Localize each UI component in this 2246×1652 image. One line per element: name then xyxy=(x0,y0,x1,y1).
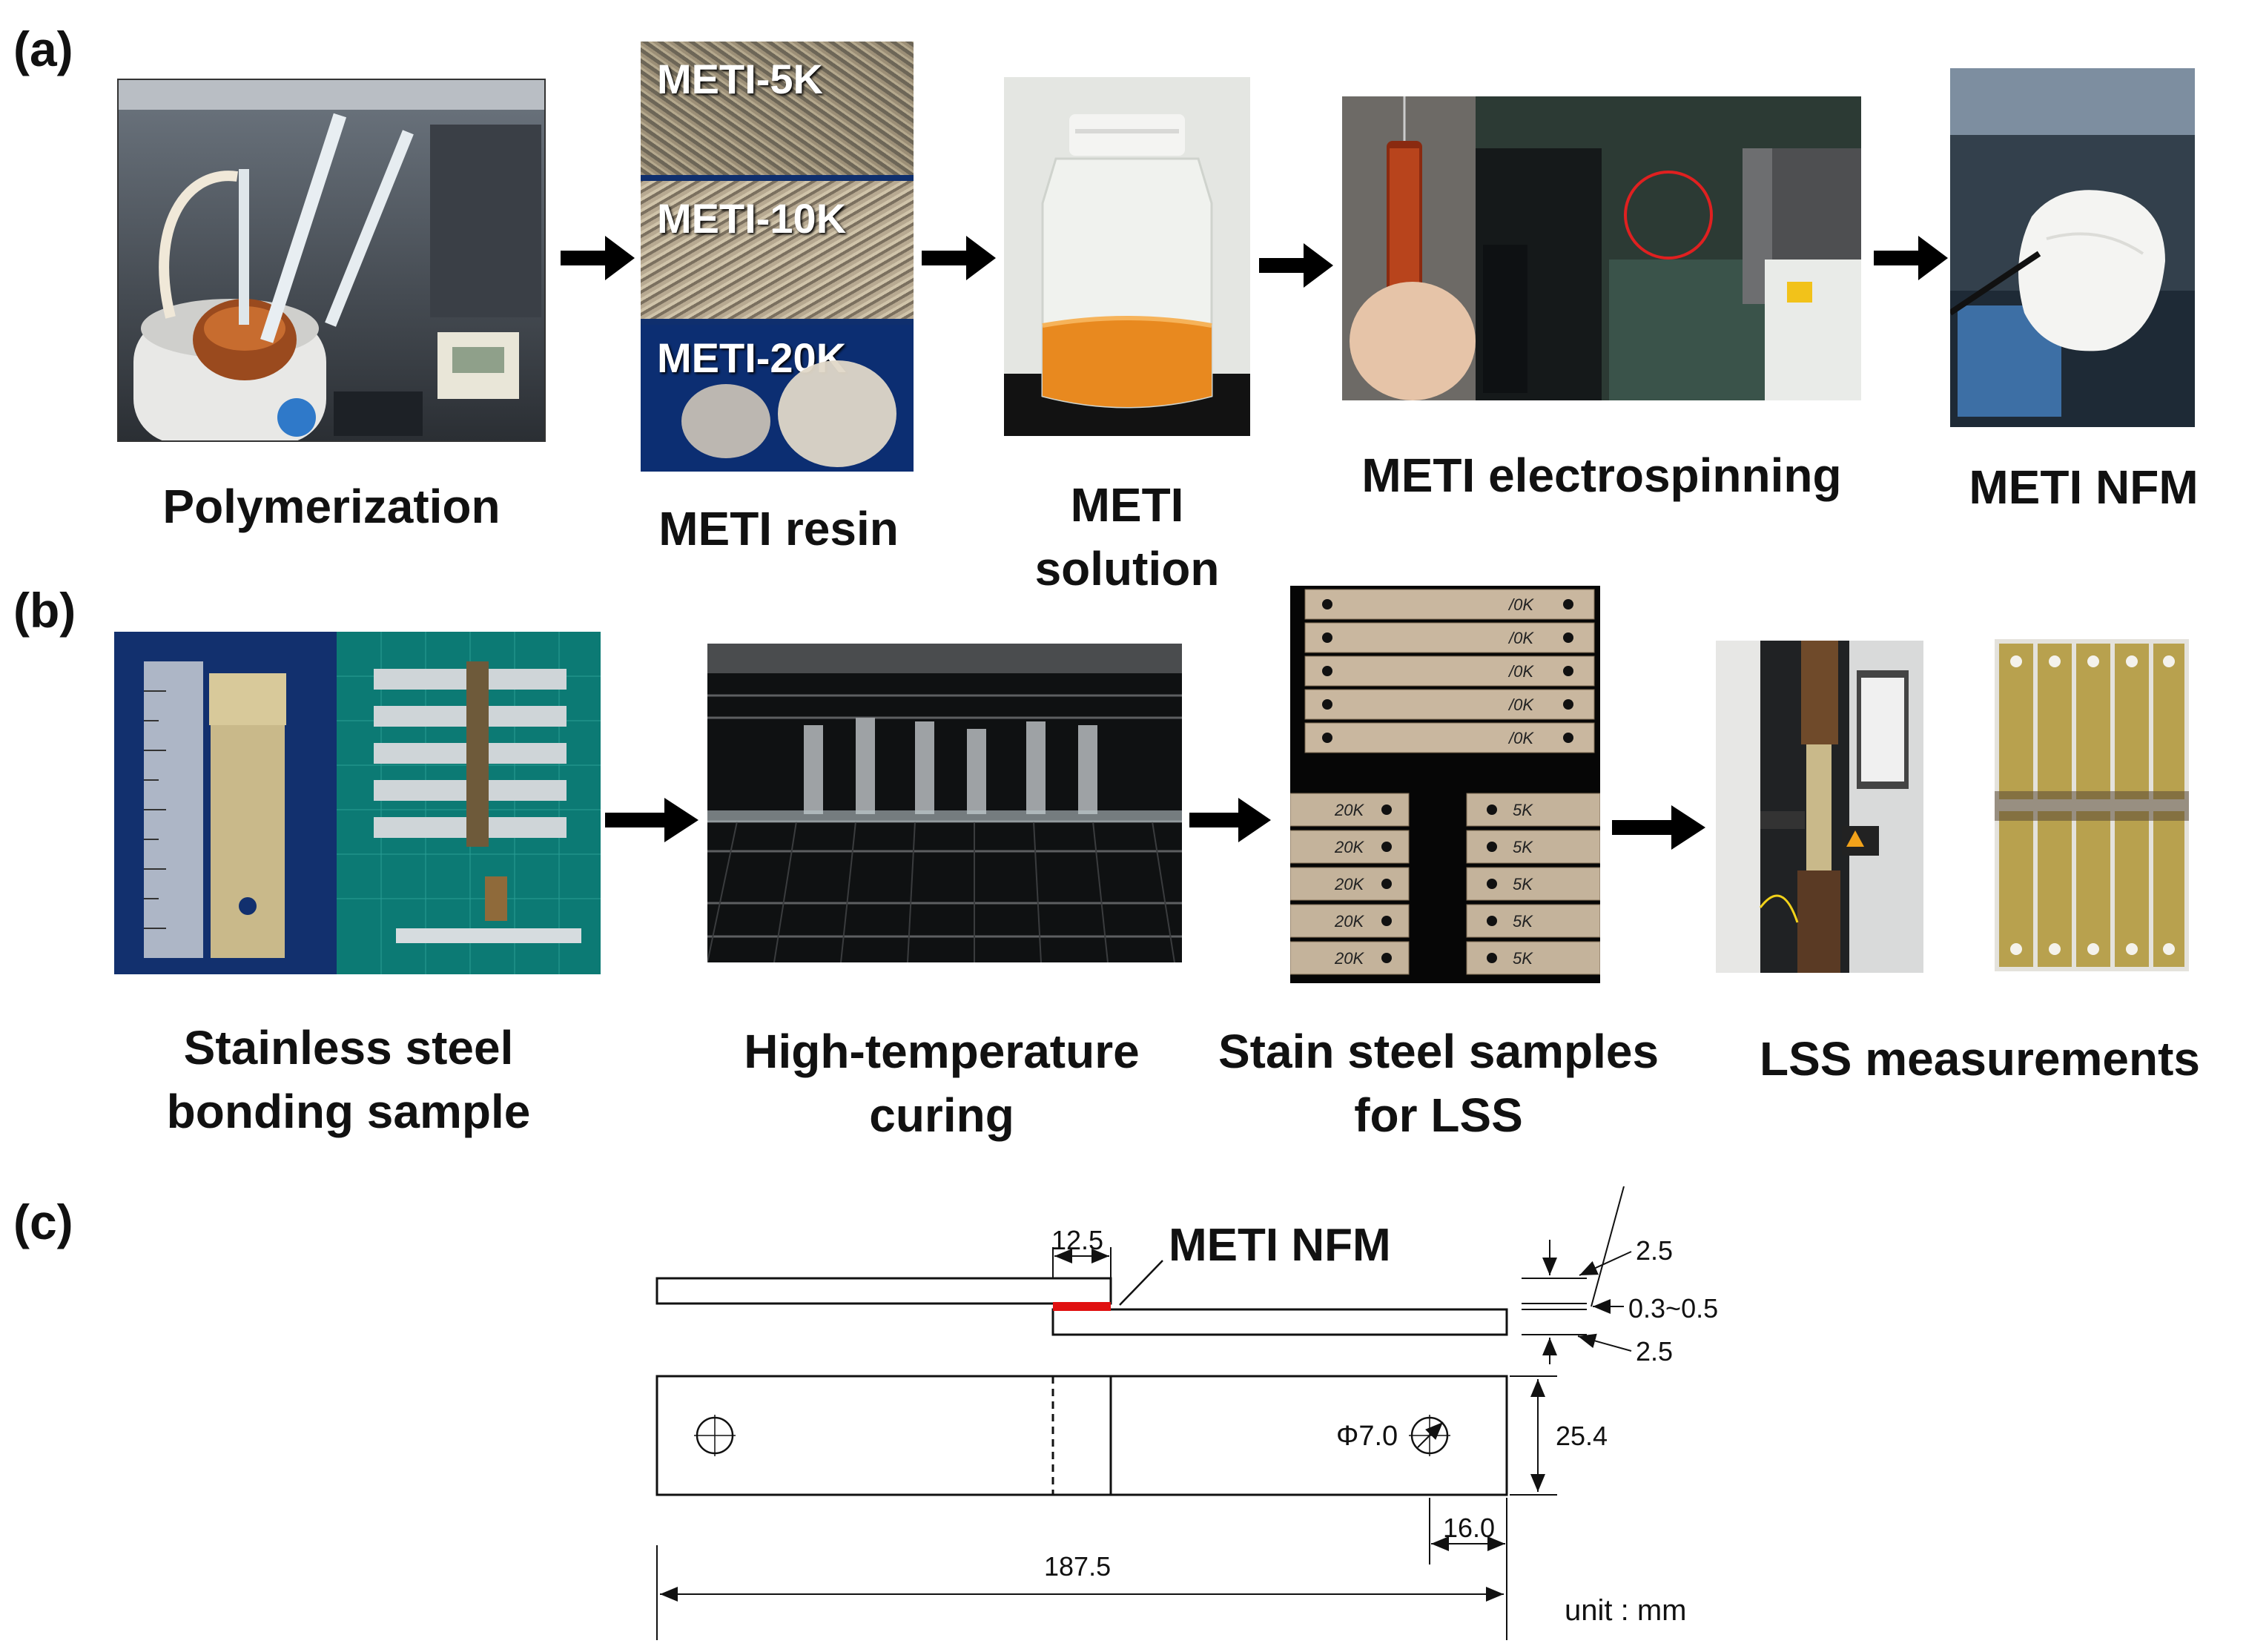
bonding-sample-photo xyxy=(114,632,601,974)
curing-oven-photo xyxy=(707,644,1182,962)
arrow-a2 xyxy=(922,236,996,284)
unit-label: unit : mm xyxy=(1565,1594,1687,1627)
dim-width: 25.4 xyxy=(1556,1421,1608,1451)
arrow-b1 xyxy=(605,798,698,846)
dim-hole: Φ7.0 xyxy=(1336,1421,1398,1452)
sample-label-right-3: 5K xyxy=(1513,912,1533,931)
caption-steel-samples: Stain steel samples for LSS xyxy=(1218,1025,1659,1142)
meti-solution-photo xyxy=(1004,77,1250,436)
specimen-drawing: METI NFM 12.5 2.5 0.3~0.5 2.5 25.4 Φ7.0 … xyxy=(0,1186,2246,1652)
dim-overlap: 12.5 xyxy=(1051,1225,1104,1255)
arrow-a3 xyxy=(1259,243,1333,291)
caption-lss-measurements: LSS measurements xyxy=(1759,1032,2201,1086)
meti-resin-photo: METI-5K METI-10K METI-20K xyxy=(641,42,914,472)
lss-machine-photo xyxy=(1716,641,1923,973)
dim-thickness-top: 2.5 xyxy=(1636,1235,1674,1266)
side-view-bottom-plate xyxy=(1051,1308,1508,1336)
panel-label-c: (c) xyxy=(13,1195,73,1249)
caption-meti-resin: METI resin xyxy=(658,502,899,555)
steel-samples-photo: /0K /0K /0K /0K /0K 20K 20K 20K 20K 20K … xyxy=(1290,586,1600,983)
dim-length: 187.5 xyxy=(1044,1551,1112,1582)
caption-bonding-sample: Stainless steel bonding sample xyxy=(166,1021,531,1138)
caption-meti-nfm: METI NFM xyxy=(1969,460,2199,514)
sample-label-left-2: 20K xyxy=(1334,875,1364,893)
caption-curing: High-temperature curing xyxy=(744,1025,1140,1142)
side-view-top-plate xyxy=(655,1277,1112,1305)
sample-label-right-4: 5K xyxy=(1513,949,1533,968)
resin-20k-panel: METI-20K xyxy=(641,325,914,472)
sample-label-top-3: /0K xyxy=(1507,696,1534,714)
caption-meti-solution: METI solution xyxy=(1034,478,1220,595)
tested-samples-photo xyxy=(1995,639,2189,971)
sample-label-top-0: /0K xyxy=(1507,595,1534,614)
resin-label-10k: METI-10K xyxy=(657,195,847,242)
resin-5k-panel: METI-5K xyxy=(641,42,914,175)
sample-label-top-4: /0K xyxy=(1507,729,1534,747)
adhesive-layer xyxy=(1053,1302,1111,1311)
polymerization-photo xyxy=(117,79,546,442)
sample-label-top-1: /0K xyxy=(1507,629,1534,647)
electrospinning-photo xyxy=(1342,96,1861,400)
sample-label-right-2: 5K xyxy=(1513,875,1533,893)
sample-label-left-4: 20K xyxy=(1334,949,1364,968)
sample-label-left-1: 20K xyxy=(1334,838,1364,856)
sample-label-left-0: 20K xyxy=(1334,801,1364,819)
arrow-a1 xyxy=(561,236,635,284)
arrow-b2 xyxy=(1189,798,1271,846)
sample-label-right-1: 5K xyxy=(1513,838,1533,856)
caption-polymerization: Polymerization xyxy=(162,480,501,533)
resin-label-5k: METI-5K xyxy=(657,56,823,102)
label-meti-nfm: METI NFM xyxy=(1169,1220,1391,1271)
sample-label-top-2: /0K xyxy=(1507,662,1534,681)
dim-hole-offset: 16.0 xyxy=(1443,1513,1496,1543)
resin-10k-panel: METI-10K xyxy=(641,181,914,319)
arrow-b3 xyxy=(1612,805,1705,853)
sample-label-right-0: 5K xyxy=(1513,801,1533,819)
dim-gap: 0.3~0.5 xyxy=(1628,1293,1719,1324)
dim-thickness-bottom: 2.5 xyxy=(1636,1336,1674,1367)
top-view-plate xyxy=(655,1375,1508,1496)
panel-label-a: (a) xyxy=(13,22,73,76)
arrow-a4 xyxy=(1874,236,1948,284)
caption-electrospinning: METI electrospinning xyxy=(1361,449,1842,502)
sample-label-left-3: 20K xyxy=(1334,912,1364,931)
panel-label-b: (b) xyxy=(13,583,76,638)
meti-nfm-photo xyxy=(1950,68,2195,427)
